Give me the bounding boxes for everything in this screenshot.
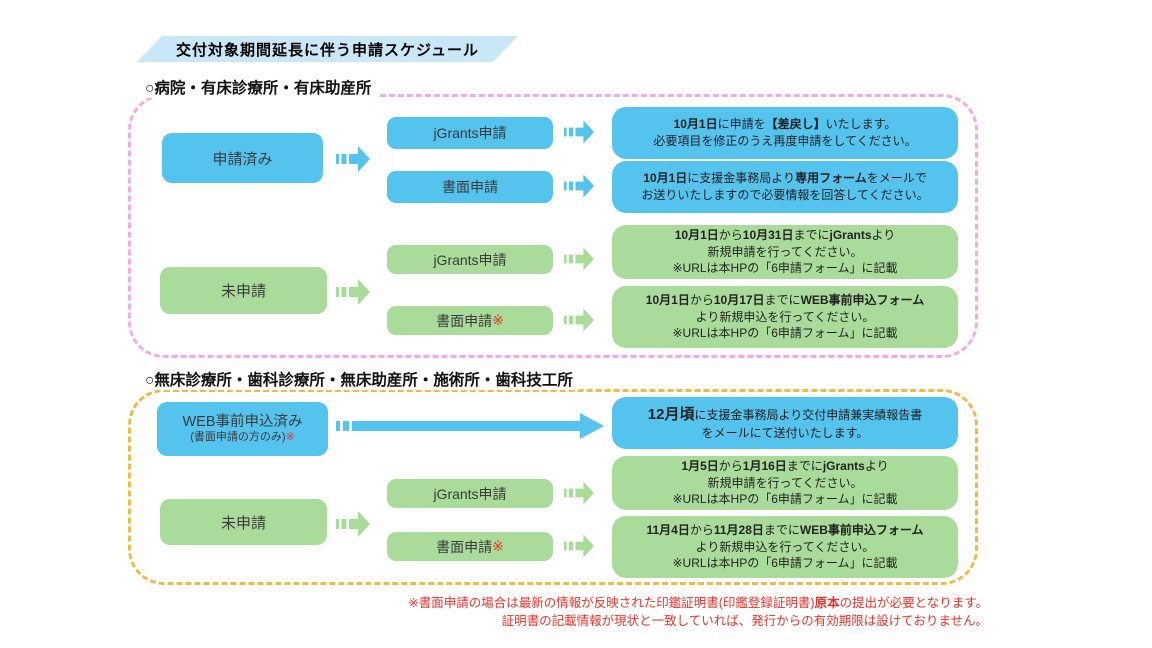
result-applied-paper: 10月1日に支援金事務局より専用フォームをメールで お送りいたしますので必要情報… <box>612 161 958 213</box>
striped-arrow-icon <box>336 279 370 305</box>
box-paper-label: 書面申請 <box>442 179 498 195</box>
box-jgrants-new: jGrants申請 <box>387 479 553 508</box>
result-applied-jgrants: 10月1日に申請を【差戻し】いたします。 必要項目を修正のうえ再度申請をしてくだ… <box>612 107 958 159</box>
footnote-line: 証明書の記載情報が現状と一致していれば、発行からの有効期限は設けておりません。 <box>501 613 988 628</box>
long-arrow-icon <box>336 413 604 439</box>
section2-frame <box>128 389 978 585</box>
striped-arrow-icon <box>564 120 594 144</box>
result-line: ※URLは本HPの「6申請フォーム」に記載 <box>672 492 898 507</box>
title-banner: 交付対象期間延長に伴う申請スケジュール <box>137 36 518 62</box>
box-web-pre-sublabel: (書面申請の方のみ) <box>190 431 286 444</box>
result-line: ※URLは本HPの「6申請フォーム」に記載 <box>672 556 898 571</box>
result-line: 11月4日から11月28日までにWEB事前申込フォーム <box>646 522 924 537</box>
result-line: お送りいたしますので必要情報を回答してください。 <box>641 188 929 202</box>
result-line: ※URLは本HPの「6申請フォーム」に記載 <box>672 326 898 341</box>
result-line: 1月5日から1月16日までにjGrantsより <box>681 458 889 473</box>
result-line: より新規申込を行ってください。 <box>695 309 875 324</box>
result-line: をメールにて送付いたします。 <box>701 426 869 441</box>
striped-arrow-icon <box>336 511 370 537</box>
box-paper-applied: 書面申請 <box>387 171 553 203</box>
result-line: ※URLは本HPの「6申請フォーム」に記載 <box>672 261 898 276</box>
section2-heading: ○無床診療所・歯科診療所・無床助産所・施術所・歯科技工所 <box>145 371 579 390</box>
result-line: より新規申込を行ってください。 <box>695 539 875 554</box>
asterisk-mark: ※ <box>492 538 504 554</box>
box-not-applied: 未申請 <box>160 499 327 545</box>
result-line: 10月1日に支援金事務局より専用フォームをメールで <box>643 171 927 186</box>
result-new-jgrants: 1月5日から1月16日までにjGrantsより 新規申請を行ってください。 ※U… <box>612 456 958 510</box>
striped-arrow-icon <box>564 481 594 505</box>
box-jgrants-new: jGrants申請 <box>387 245 553 274</box>
result-new-paper: 11月4日から11月28日までにWEB事前申込フォーム より新規申込を行ってくだ… <box>612 516 958 578</box>
box-not-applied-label: 未申請 <box>220 283 266 300</box>
footnote-line: ※書面申請の場合は最新の情報が反映された印鑑証明書(印鑑登録証明書)原本の提出が… <box>408 596 988 610</box>
box-paper-new: 書面申請※ <box>387 306 553 335</box>
box-paper-label: 書面申請 <box>436 312 493 329</box>
striped-arrow-icon <box>564 247 594 271</box>
result-line: 10月1日から10月31日までにjGrantsより <box>674 227 896 242</box>
striped-arrow-icon <box>564 174 594 198</box>
box-web-pre-applied: WEB事前申込済み (書面申請の方のみ)※ <box>157 402 328 456</box>
box-paper-new: 書面申請※ <box>387 532 553 561</box>
box-applied-label: 申請済み <box>212 150 273 168</box>
box-web-pre-label: WEB事前申込済み <box>182 414 303 431</box>
box-not-applied: 未申請 <box>160 267 327 314</box>
striped-arrow-icon <box>336 146 370 172</box>
box-jgrants-label: jGrants申請 <box>433 485 507 502</box>
result-new-jgrants: 10月1日から10月31日までにjGrantsより 新規申請を行ってください。 … <box>612 225 958 279</box>
box-jgrants-label: jGrants申請 <box>433 125 507 141</box>
result-new-paper: 10月1日から10月17日までにWEB事前申込フォーム より新規申込を行ってくだ… <box>612 286 958 348</box>
striped-arrow-icon <box>564 308 594 332</box>
result-line: 12月頃に支援金事務局より交付申請兼実績報告書 <box>647 406 923 424</box>
page-title: 交付対象期間延長に伴う申請スケジュール <box>176 41 479 59</box>
footnote: ※書面申請の場合は最新の情報が反映された印鑑証明書(印鑑登録証明書)原本の提出が… <box>300 595 988 630</box>
box-paper-label: 書面申請 <box>436 538 493 555</box>
asterisk-mark: ※ <box>285 431 295 444</box>
section1-heading: ○病院・有床診療所・有床助産所 <box>145 79 378 98</box>
result-web-pre: 12月頃に支援金事務局より交付申請兼実績報告書 をメールにて送付いたします。 <box>612 397 958 449</box>
result-line: 必要項目を修正のうえ再度申請をしてください。 <box>653 134 917 148</box>
asterisk-mark: ※ <box>492 312 504 328</box>
result-line: 10月1日から10月17日までにWEB事前申込フォーム <box>645 292 925 307</box>
section1-frame <box>128 94 978 358</box>
box-applied: 申請済み <box>162 133 323 183</box>
result-line: 新規申請を行ってください。 <box>707 475 863 490</box>
result-line: 10月1日に申請を【差戻し】いたします。 <box>673 117 897 132</box>
box-jgrants-label: jGrants申請 <box>433 251 507 268</box>
striped-arrow-icon <box>564 534 594 558</box>
box-not-applied-label: 未申請 <box>220 514 266 532</box>
result-line: 新規申請を行ってください。 <box>707 244 863 259</box>
box-jgrants-applied: jGrants申請 <box>387 117 553 149</box>
